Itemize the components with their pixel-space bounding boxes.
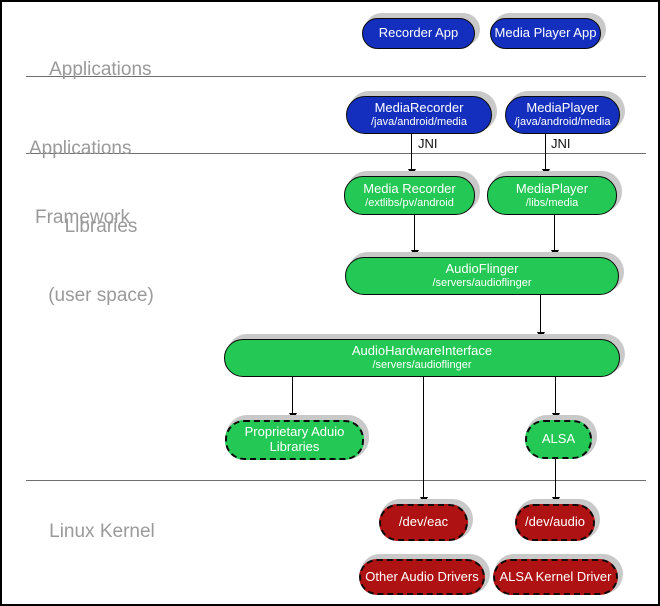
arrow-jni-mediarecorder: [407, 134, 416, 176]
node-alsa-kernel-driver-title: ALSA Kernel Driver: [499, 568, 612, 584]
node-mediaplayer-framework: MediaPlayer /java/android/media: [505, 96, 620, 134]
node-audiohardwareinterface-title: AudioHardwareInterface: [351, 343, 493, 359]
node-audioflinger: AudioFlinger /servers/audioflinger: [345, 257, 619, 295]
node-media-player-app-title: Media Player App: [494, 25, 597, 41]
layer-label-framework-line2: Framework: [35, 207, 131, 228]
node-other-audio-drivers-title: Other Audio Drivers: [365, 568, 479, 584]
arrow-mediaplayerlib-to-audioflinger: [550, 215, 559, 257]
node-mediarecorder-framework-title: MediaRecorder: [374, 100, 464, 116]
layer-label-libraries-line2: (user space): [48, 285, 154, 306]
node-alsa: ALSA: [525, 420, 592, 459]
arrow-ahi-to-proprietary-libs: [288, 377, 297, 420]
divider-applications-framework: [26, 76, 646, 77]
divider-libraries-kernel: [26, 480, 646, 481]
node-alsa-kernel-driver: ALSA Kernel Driver: [493, 559, 618, 595]
node-alsa-title: ALSA: [541, 431, 576, 447]
arrow-mediarecorderlib-to-audioflinger: [410, 215, 419, 257]
layer-label-applications: Applications: [29, 35, 152, 104]
node-other-audio-drivers: Other Audio Drivers: [359, 559, 485, 595]
edge-label-jni-left: JNI: [418, 136, 438, 151]
layer-label-libraries-line1: Libraries: [64, 216, 138, 237]
layer-label-framework-line1: Applications: [29, 138, 132, 159]
node-media-recorder-lib: Media Recorder /extlibs/pv/android: [344, 176, 475, 215]
node-proprietary-audio-libraries: Proprietary Aduio Libraries: [225, 420, 364, 460]
node-audioflinger-path: /servers/audioflinger: [432, 277, 532, 290]
node-audioflinger-title: AudioFlinger: [445, 261, 519, 277]
node-dev-eac-title: /dev/eac: [398, 514, 449, 530]
layer-label-applications-text: Applications: [49, 59, 152, 80]
node-dev-eac: /dev/eac: [379, 504, 468, 541]
arrow-audioflinger-to-audiohardwareinterface: [536, 295, 545, 339]
node-mediaplayer-lib-title: MediaPlayer: [515, 180, 589, 196]
node-dev-audio-title: /dev/audio: [525, 514, 585, 530]
node-mediaplayer-lib-path: /libs/media: [525, 196, 579, 209]
node-mediaplayer-framework-path: /java/android/media: [514, 116, 611, 129]
layer-label-linux-kernel-text: Linux Kernel: [49, 521, 155, 542]
divider-framework-libraries: [26, 153, 646, 154]
node-mediarecorder-framework-path: /java/android/media: [370, 116, 467, 129]
layer-label-libraries: Libraries (user space): [32, 169, 170, 353]
node-audiohardwareinterface: AudioHardwareInterface /servers/audiofli…: [224, 339, 620, 377]
layer-label-applications-framework: Applications Framework: [29, 91, 131, 275]
node-media-player-app: Media Player App: [490, 18, 601, 49]
node-recorder-app-title: Recorder App: [378, 25, 459, 41]
node-proprietary-audio-libraries-line1: Proprietary Aduio: [244, 424, 345, 440]
node-dev-audio: /dev/audio: [515, 504, 595, 541]
arrow-ahi-to-alsa: [551, 377, 560, 420]
node-media-recorder-lib-path: /extlibs/pv/android: [365, 196, 454, 209]
arrow-alsa-to-dev-audio: [551, 459, 560, 504]
node-mediaplayer-lib: MediaPlayer /libs/media: [487, 176, 617, 215]
node-audiohardwareinterface-path: /servers/audioflinger: [372, 359, 472, 372]
layer-label-linux-kernel: Linux Kernel: [28, 497, 155, 566]
node-proprietary-audio-libraries-line2: Libraries: [269, 439, 320, 454]
node-mediaplayer-framework-title: MediaPlayer: [526, 100, 599, 116]
arrow-ahi-to-dev-eac: [419, 377, 428, 504]
node-media-recorder-lib-title: Media Recorder: [363, 180, 456, 196]
edge-label-jni-right: JNI: [551, 136, 571, 151]
arrow-jni-mediaplayer: [541, 134, 550, 176]
node-mediarecorder-framework: MediaRecorder /java/android/media: [346, 96, 492, 134]
node-recorder-app: Recorder App: [362, 18, 475, 49]
